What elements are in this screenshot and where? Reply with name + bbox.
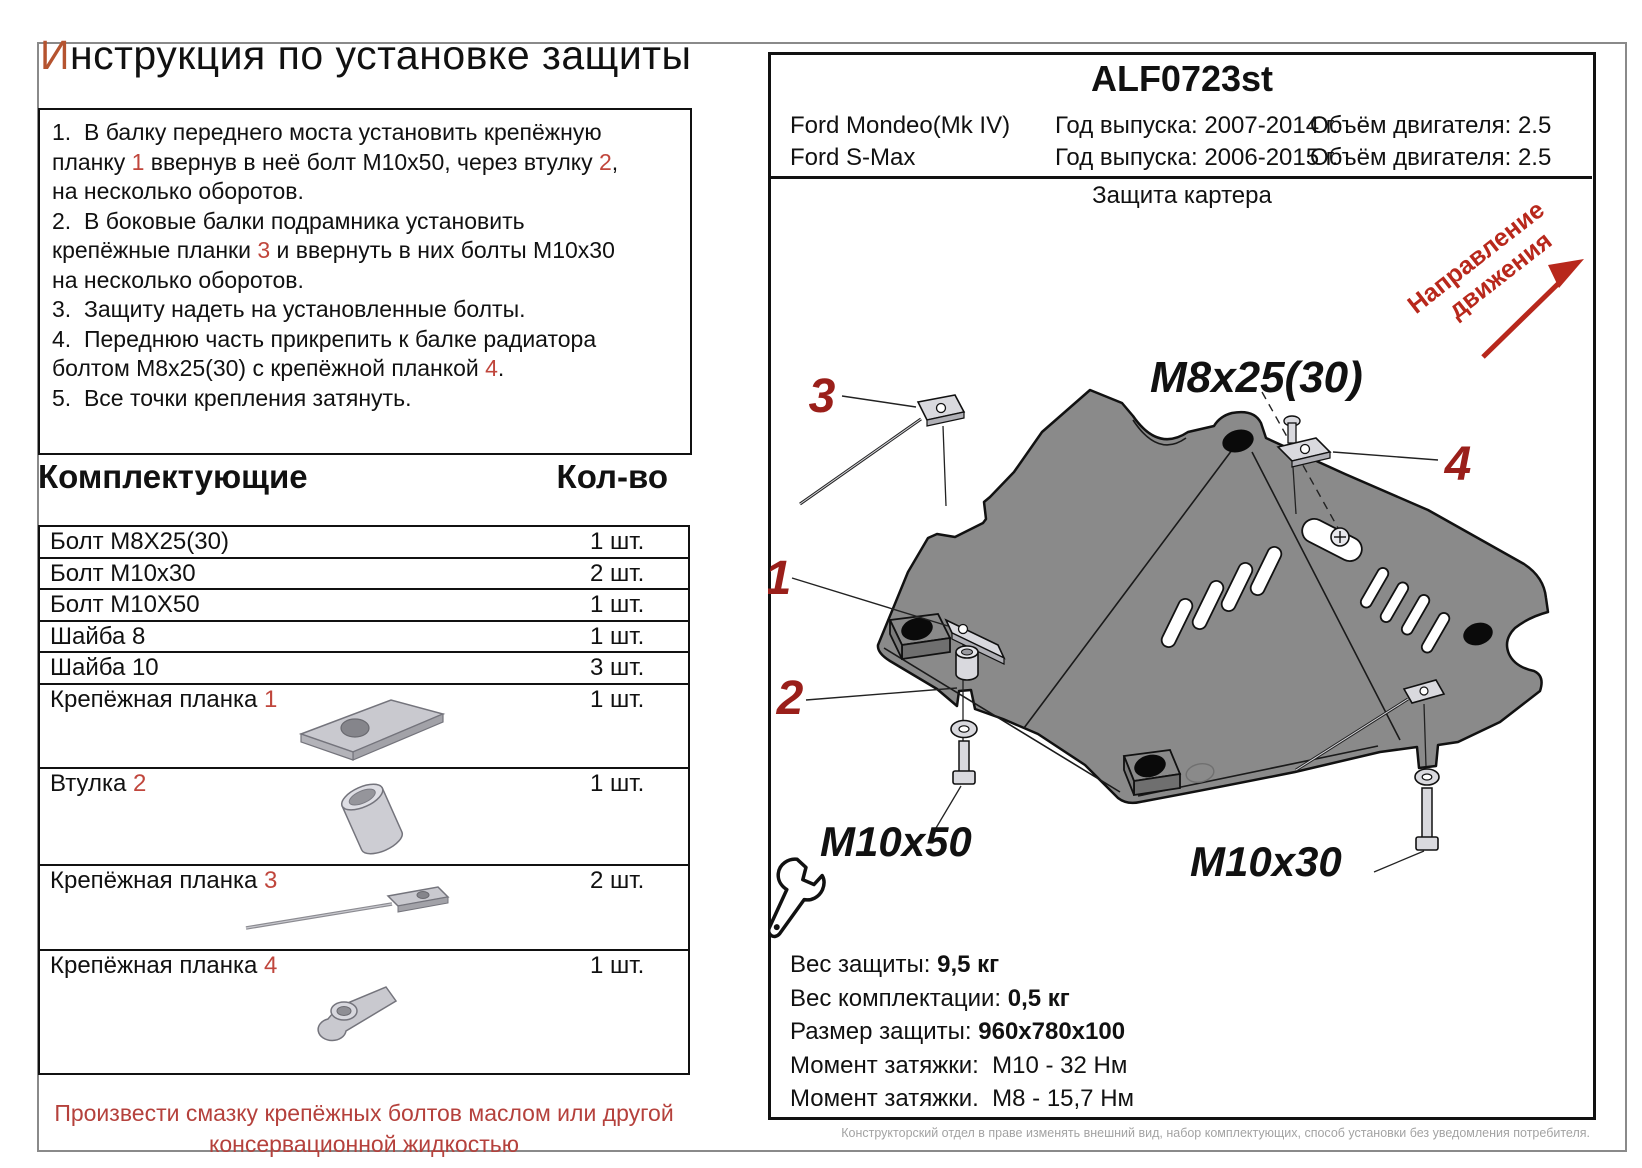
bracket-3-assembly — [799, 394, 966, 507]
table-row: Крепёжная планка 4 1 шт. — [40, 949, 688, 1073]
title-rest: нструкция по установке защиты — [69, 32, 692, 78]
leader-lines — [791, 395, 1439, 701]
instruction-item-1: 1. В балку переднего моста установить кр… — [52, 119, 619, 204]
table-row: Крепёжная планка 3 2 шт. — [40, 864, 688, 949]
product-subtitle: Защита картера — [1092, 182, 1272, 209]
callout-1: 1 — [768, 552, 791, 605]
bolt-m10x30-head — [1415, 836, 1439, 851]
table-row: Шайба 8 1 шт. — [40, 620, 688, 651]
parts-heading-row: Комплектующие Кол-во — [38, 458, 668, 496]
mount-bracket-bottom — [1122, 749, 1182, 797]
label-m10x30: M10x30 — [1190, 838, 1342, 885]
bolt-m10x50-head — [952, 770, 976, 785]
header-separator — [770, 176, 1592, 179]
bolt-m10x30-shaft — [1421, 787, 1433, 839]
bushing-image — [340, 783, 404, 855]
product-panel-border — [768, 52, 1596, 1120]
instruction-item-3: 3. Защиту надеть на установленные болты. — [52, 296, 526, 322]
product-code: ALF0723st — [1090, 58, 1274, 99]
mount-plate-4-image — [317, 986, 398, 1042]
mount-bracket-left — [888, 613, 952, 661]
spec-torque-m8: Момент затяжки. М8 - 15,7 Нм — [790, 1085, 1135, 1112]
vent-slots-left — [1160, 546, 1283, 648]
stamp-oval — [1185, 763, 1215, 783]
qty-heading: Кол-во — [556, 458, 668, 495]
model-years: Год выпуска: 2006-2015 г. — [1055, 144, 1339, 171]
m8-slot — [1301, 518, 1363, 562]
spec-weight: Вес защиты: 9,5 кг — [790, 951, 1000, 978]
spec-size: Размер защиты: 960х780х100 — [790, 1018, 1126, 1045]
parts-heading: Комплектующие — [38, 458, 308, 495]
lubrication-note: Произвести смазку крепёжных болтов масло… — [54, 1100, 674, 1157]
instructions-box: 1. В балку переднего моста установить кр… — [38, 108, 692, 455]
wrench-icon — [768, 857, 826, 939]
parts-table: Болт М8Х25(30) 1 шт. Болт М10х30 2 шт. Б… — [38, 525, 690, 1075]
page-title: Инструкция по установке защиты — [40, 32, 692, 79]
mount-plate-1-image — [298, 699, 446, 761]
instruction-item-4: 4. Переднюю часть прикрепить к балке рад… — [52, 325, 597, 382]
instruction-item-2: 2. В боковые балки подрамника установить… — [52, 207, 615, 293]
spec-torque-m10: Момент затяжки: М10 - 32 Нм — [790, 1051, 1128, 1079]
vent-slots-right — [1359, 567, 1451, 654]
bracket-4-assembly — [1261, 391, 1339, 529]
mount-hole-top — [1222, 429, 1254, 453]
mount-hole-right — [1463, 622, 1493, 646]
installation-diagram: 3 4 1 2 M8x25(30) M10x50 M10x30 Направле… — [768, 205, 1584, 939]
specs-block: Вес защиты: 9,5 кг Вес комплектации: 0,5… — [790, 948, 1134, 1116]
table-row: Болт М10Х50 1 шт. — [40, 588, 688, 620]
title-first-letter: И — [40, 32, 70, 78]
table-row: Шайба 10 3 шт. — [40, 651, 688, 683]
model-engine: Объём двигателя: 2.5 — [1310, 144, 1552, 171]
model-years: Год выпуска: 2007-2014 г. — [1055, 112, 1339, 139]
footer-disclaimer: Конструкторский отдел в праве изменять в… — [841, 1126, 1590, 1140]
callout-3: 3 — [809, 370, 836, 423]
model-name: Ford Mondeo(Mk IV) — [790, 112, 1011, 139]
table-row: Крепёжная планка 1 1 шт. — [40, 683, 688, 767]
model-engine: Объём двигателя: 2.5 — [1310, 112, 1552, 139]
callout-2: 2 — [776, 672, 804, 725]
direction-of-travel: Направление движения — [1402, 205, 1584, 359]
table-row: Болт М8Х25(30) 1 шт. — [50, 528, 645, 555]
mount-plate-3-image — [245, 886, 450, 930]
bushing-part — [955, 652, 979, 681]
bracket-right-assembly — [1295, 679, 1446, 873]
label-m10x50: M10x50 — [820, 818, 972, 865]
bolt-m10x50-shaft — [958, 740, 970, 773]
instruction-item-5: 5. Все точки крепления затянуть. — [52, 384, 412, 411]
spec-kit-weight: Вес комплектации: 0,5 кг — [790, 984, 1070, 1012]
arrow-icon — [1548, 259, 1584, 288]
table-row: Болт М10х30 2 шт. — [40, 557, 688, 588]
bracket-1-assembly — [935, 618, 1006, 829]
table-row: Втулка 2 1 шт. — [40, 767, 688, 864]
model-name: Ford S-Max — [790, 144, 916, 171]
callout-4: 4 — [1444, 438, 1472, 491]
label-m8x25: M8x25(30) — [1150, 353, 1363, 402]
